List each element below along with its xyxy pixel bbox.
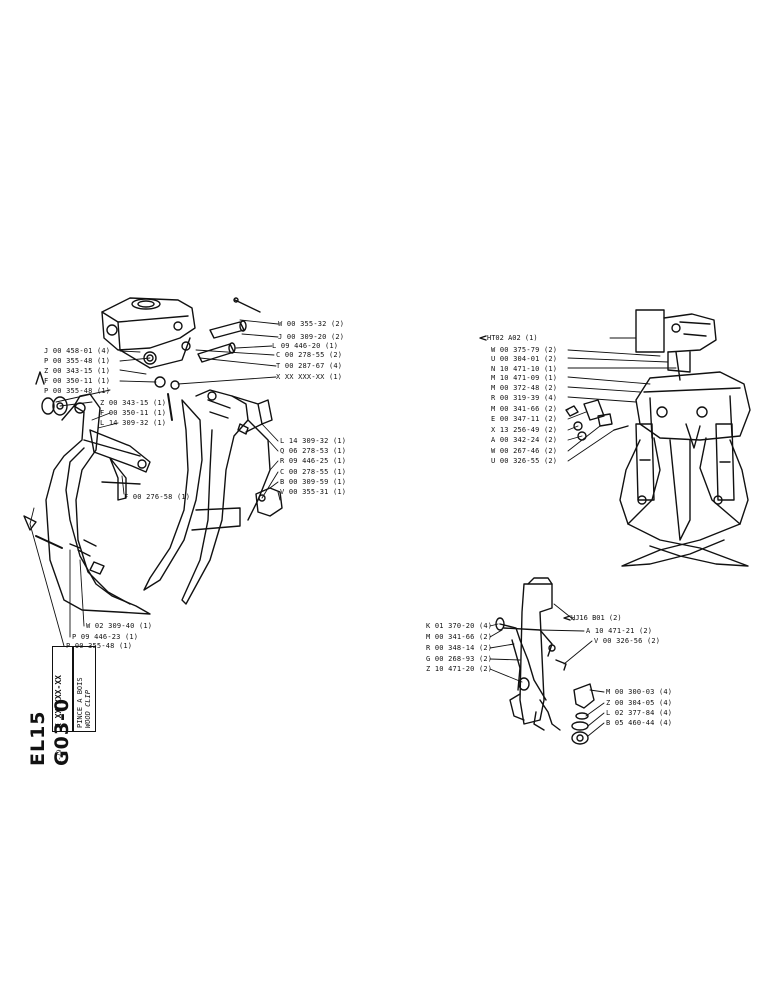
part-label: P 00 355-48 (1) — [44, 357, 111, 365]
part-label: Q 06 278-53 (1) — [280, 447, 347, 455]
left-clamp-assembly — [23, 297, 283, 615]
part-label: U 00 326-55 (2) — [491, 457, 558, 465]
sheet-code-a: EL15 — [27, 710, 49, 766]
part-label: M 10 471-09 (1) — [491, 374, 558, 382]
part-label: L 02 377-84 (4) — [606, 709, 673, 717]
part-label: L 09 446-20 (1) — [272, 342, 339, 350]
part-label: C 00 278-55 (2) — [276, 351, 343, 359]
part-label: Z 10 471-20 (2) — [426, 665, 493, 673]
part-label: P 00 355-48 (1) — [66, 642, 133, 650]
part-label: B 00 309-59 (1) — [280, 478, 347, 486]
part-label: X XX XXX-XX (1) — [276, 373, 343, 381]
part-label: Z 00 343-15 (1) — [100, 399, 167, 407]
part-label: R 00 348-14 (2) — [426, 644, 493, 652]
reference-label: HT02 A02 (1) — [487, 334, 538, 342]
part-label: A 10 471-21 (2) — [586, 627, 653, 635]
part-label: Z 00 343-15 (1) — [44, 367, 111, 375]
part-label: Z 00 304-05 (4) — [606, 699, 673, 707]
part-label: L 14 309-32 (1) — [280, 437, 347, 445]
part-label: P 09 446-23 (1) — [72, 633, 139, 641]
upper-right-clamp-assembly — [565, 309, 751, 567]
part-label: V 00 326-56 (2) — [594, 637, 661, 645]
part-label: B 05 460-44 (4) — [606, 719, 673, 727]
part-label: A 00 342-24 (2) — [491, 436, 558, 444]
part-number: X XX XXX-XX — [54, 675, 63, 728]
lower-right-hose-assembly — [495, 577, 595, 745]
part-label: F 00 350-11 (1) — [44, 377, 111, 385]
part-label: T 00 287-67 (4) — [276, 362, 343, 370]
title-block: EL15 G03-0 1-79 X XX XXX-XX PINCE A BOIS… — [26, 646, 130, 766]
part-label: W 00 355-32 (2) — [278, 320, 345, 328]
part-label: M 00 341-66 (2) — [426, 633, 493, 641]
part-label: R 09 446-25 (1) — [280, 457, 347, 465]
part-label: W 00 267-46 (2) — [491, 447, 558, 455]
ref-arrow-lower — [563, 615, 571, 621]
part-label: U 00 304-01 (2) — [491, 355, 558, 363]
part-label: M 00 372-48 (2) — [491, 384, 558, 392]
sheet-code: EL15 G03-0 — [26, 646, 73, 766]
part-label: J 00 309-20 (2) — [278, 333, 345, 341]
part-label: N 10 471-10 (1) — [491, 365, 558, 373]
part-label: K 01 370-20 (4) — [426, 622, 493, 630]
part-label: F 00 350-11 (1) — [100, 409, 167, 417]
title-english: WOOD CLIP — [84, 690, 92, 728]
part-label: W 00 375-79 (2) — [491, 346, 558, 354]
part-label: M 00 300-03 (4) — [606, 688, 673, 696]
part-label: V 00 355-31 (1) — [280, 488, 347, 496]
reference-label: HJ16 B01 (2) — [571, 614, 622, 622]
part-label: R 00 319-39 (4) — [491, 394, 558, 402]
part-label: C 00 278-55 (1) — [280, 468, 347, 476]
part-label: X 13 256-49 (2) — [491, 426, 558, 434]
part-label: L 14 309-32 (1) — [100, 419, 167, 427]
part-label: G 00 268-93 (2) — [426, 655, 493, 663]
part-label: M 00 341-66 (2) — [491, 405, 558, 413]
part-label: F 00 276-58 (1) — [124, 493, 191, 501]
part-label: E 00 347-11 (2) — [491, 415, 558, 423]
part-label: P 00 355-48 (1) — [44, 387, 111, 395]
title-french: PINCE A BOIS — [76, 677, 84, 728]
sheet-date: 1-79 — [56, 749, 63, 764]
part-label: W 02 309-40 (1) — [86, 622, 153, 630]
part-label: J 00 458-01 (4) — [44, 347, 111, 355]
ref-arrow-upper — [479, 335, 487, 341]
leader-lines — [29, 319, 677, 737]
